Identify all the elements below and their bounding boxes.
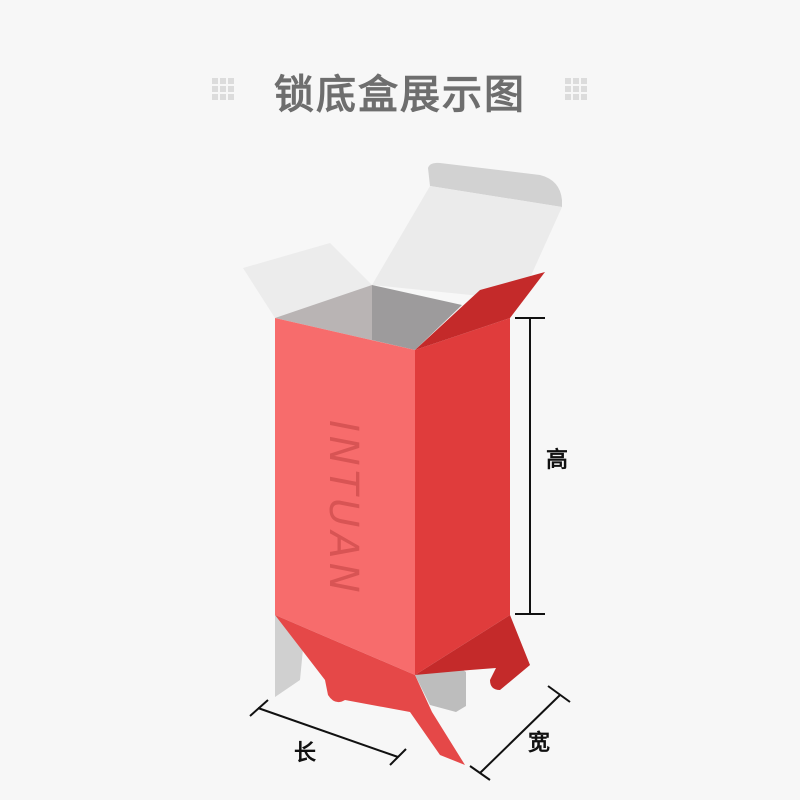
bottom-side-flap (415, 615, 530, 690)
width-dimension (469, 685, 571, 781)
width-label: 宽 (528, 730, 550, 756)
left-dust-flap (243, 243, 372, 318)
length-label: 长 (294, 741, 317, 766)
height-dimension (515, 317, 545, 615)
decor-dots-left (212, 78, 234, 100)
side-top-flap (415, 272, 545, 350)
interior-back (275, 285, 415, 350)
interior-side (372, 285, 462, 350)
box-side-face (415, 318, 510, 675)
bottom-back-right (415, 668, 466, 712)
bottom-front-flap (275, 615, 465, 765)
length-dimension (249, 699, 407, 766)
decor-dots-right (565, 78, 587, 100)
back-lid-tab (428, 162, 562, 207)
box-front-face (275, 318, 415, 675)
height-label: 高 (546, 447, 568, 473)
page-title: 锁底盒展示图 (274, 72, 526, 118)
back-lid (372, 186, 562, 300)
box-logo: INTUAN (320, 420, 366, 597)
